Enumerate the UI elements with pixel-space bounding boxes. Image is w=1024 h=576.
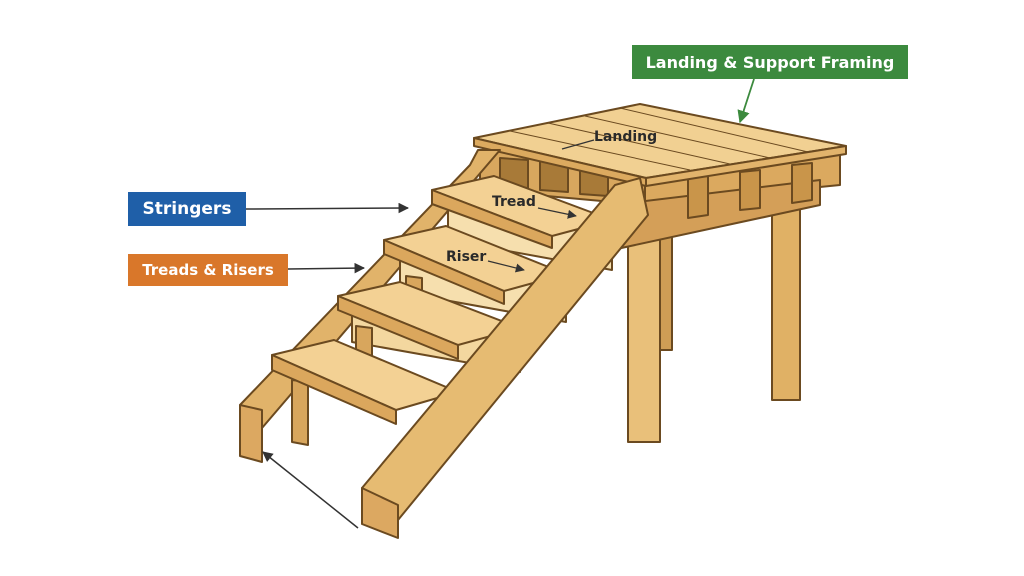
tread-1-edge: [271, 354, 397, 425]
joist-block-3: [791, 162, 813, 204]
deck-board-seam-4: [619, 107, 809, 153]
treads-risers-callout: Treads & Risers: [128, 254, 288, 286]
joist-block-1: [687, 175, 709, 219]
stringer-foot-arrow: [262, 451, 359, 529]
landing-support-arrow: [737, 78, 755, 124]
tread-label: Tread: [492, 194, 536, 210]
tread-inline-arrow: [537, 207, 577, 219]
stringer-left-foot: [239, 404, 263, 463]
treads-arrow: [287, 262, 366, 274]
riser-inline-arrow: [487, 260, 525, 273]
landing-deck-side-edge: [645, 145, 847, 187]
tread-support-1: [291, 379, 309, 446]
deck-board-seam-2: [547, 122, 731, 165]
landing-label: Landing: [594, 129, 658, 145]
tread-4-edge: [431, 189, 553, 249]
riser-label: Riser: [446, 249, 487, 265]
deck-board-seam-1: [509, 130, 691, 171]
stringers-callout: Stringers: [128, 192, 246, 226]
landing-support-callout: Landing & Support Framing: [632, 45, 908, 79]
stringers-arrow: [245, 202, 410, 214]
landing-inline-arrow: [561, 139, 595, 150]
deck-board-seam-3: [584, 115, 771, 159]
tread-2-edge: [337, 295, 459, 360]
joist-block-2: [739, 169, 761, 211]
stringer-right-foot: [361, 487, 399, 539]
tread-3-edge: [383, 239, 505, 305]
